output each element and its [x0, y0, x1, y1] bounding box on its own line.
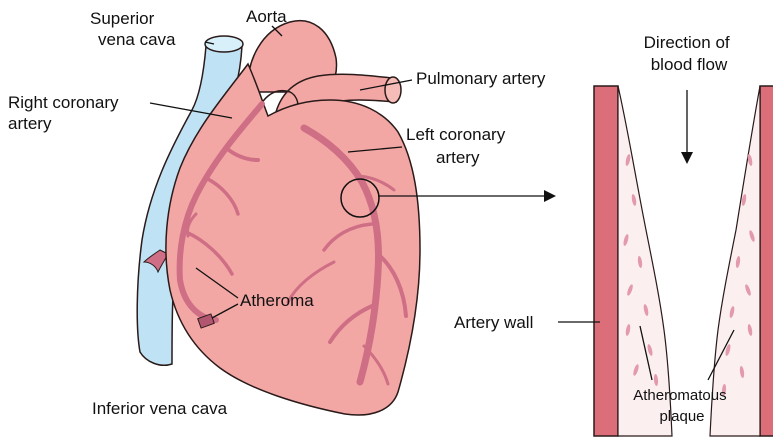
vena-cava-top-opening: [205, 36, 243, 52]
plaque-left: [618, 86, 672, 436]
label-left-coronary-artery: Left coronary artery: [406, 125, 510, 167]
label-direction-of-blood-flow: Direction of blood flow: [644, 33, 735, 74]
artery-wall-right: [760, 86, 773, 436]
label-pulmonary-artery: Pulmonary artery: [416, 69, 546, 88]
label-atheroma: Atheroma: [240, 291, 314, 310]
label-artery-wall: Artery wall: [454, 313, 533, 332]
label-aorta: Aorta: [246, 7, 287, 26]
label-right-coronary-artery: Right coronary artery: [8, 93, 123, 133]
label-superior-vena-cava: Superior vena cava: [90, 9, 176, 49]
artery-section: [594, 86, 773, 436]
pulmonary-artery-opening: [385, 77, 401, 103]
magnify-arrow-head: [544, 190, 556, 202]
flow-arrow-head: [681, 152, 693, 164]
label-inferior-vena-cava: Inferior vena cava: [92, 399, 228, 418]
plaque-right: [710, 86, 760, 436]
artery-wall-left: [594, 86, 618, 436]
